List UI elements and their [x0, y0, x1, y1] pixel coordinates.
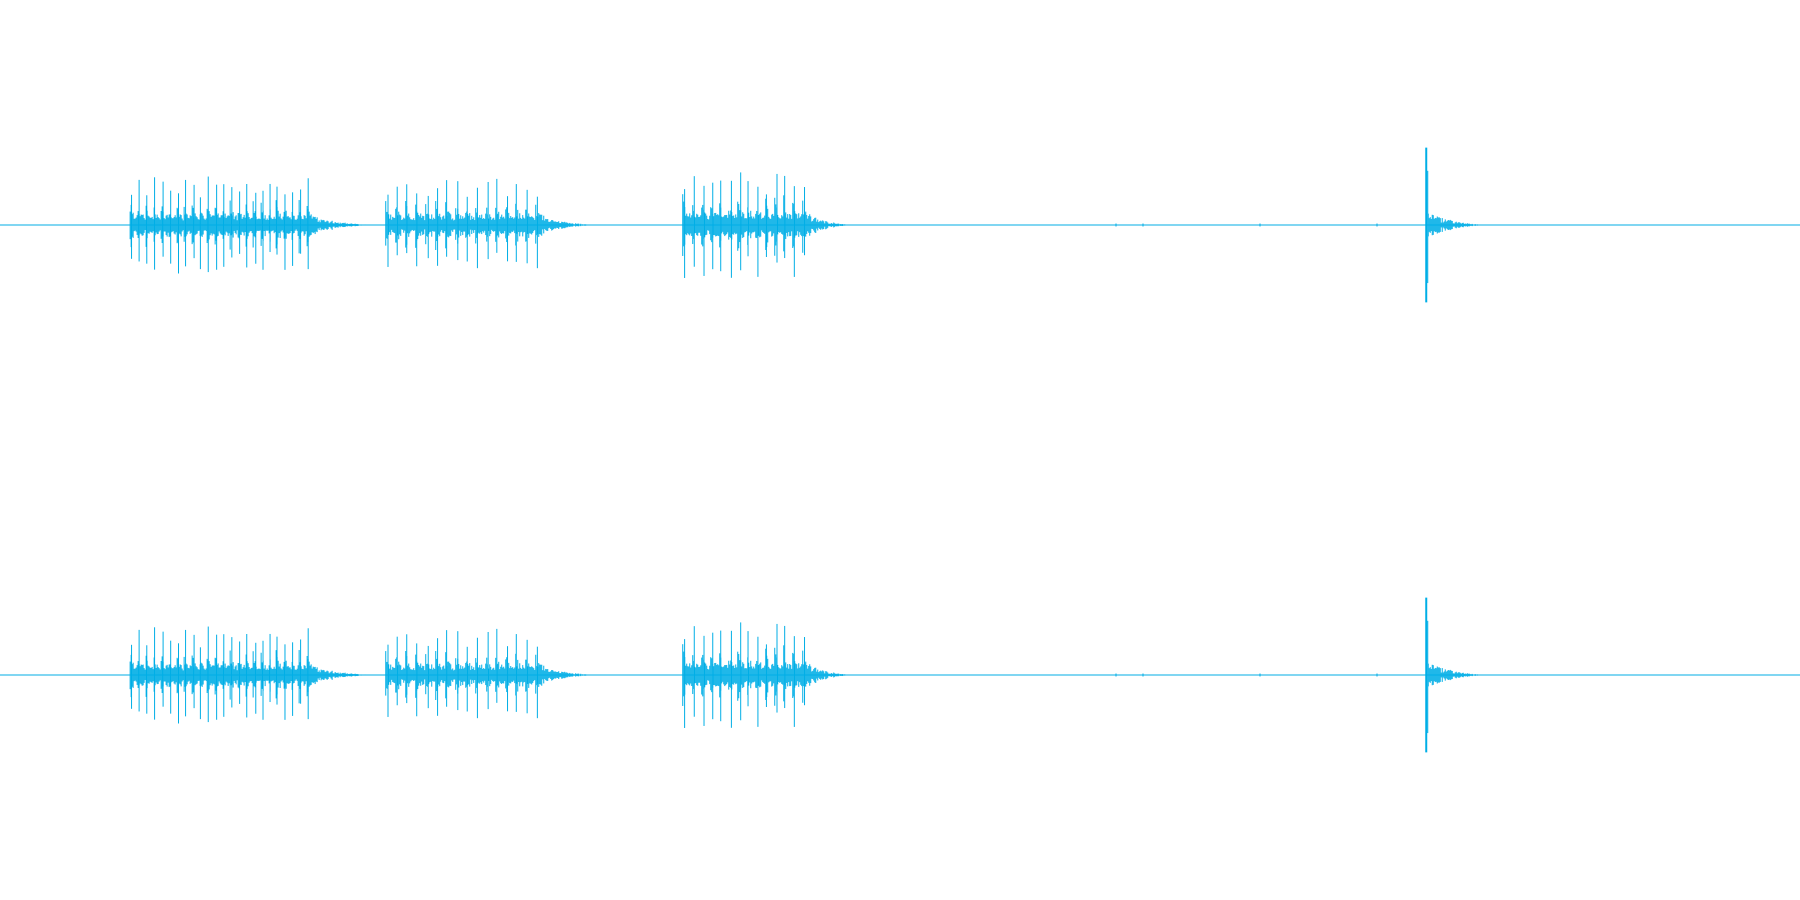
- channel-2-waveform: [0, 597, 1800, 753]
- channel-1-waveform: [0, 147, 1800, 303]
